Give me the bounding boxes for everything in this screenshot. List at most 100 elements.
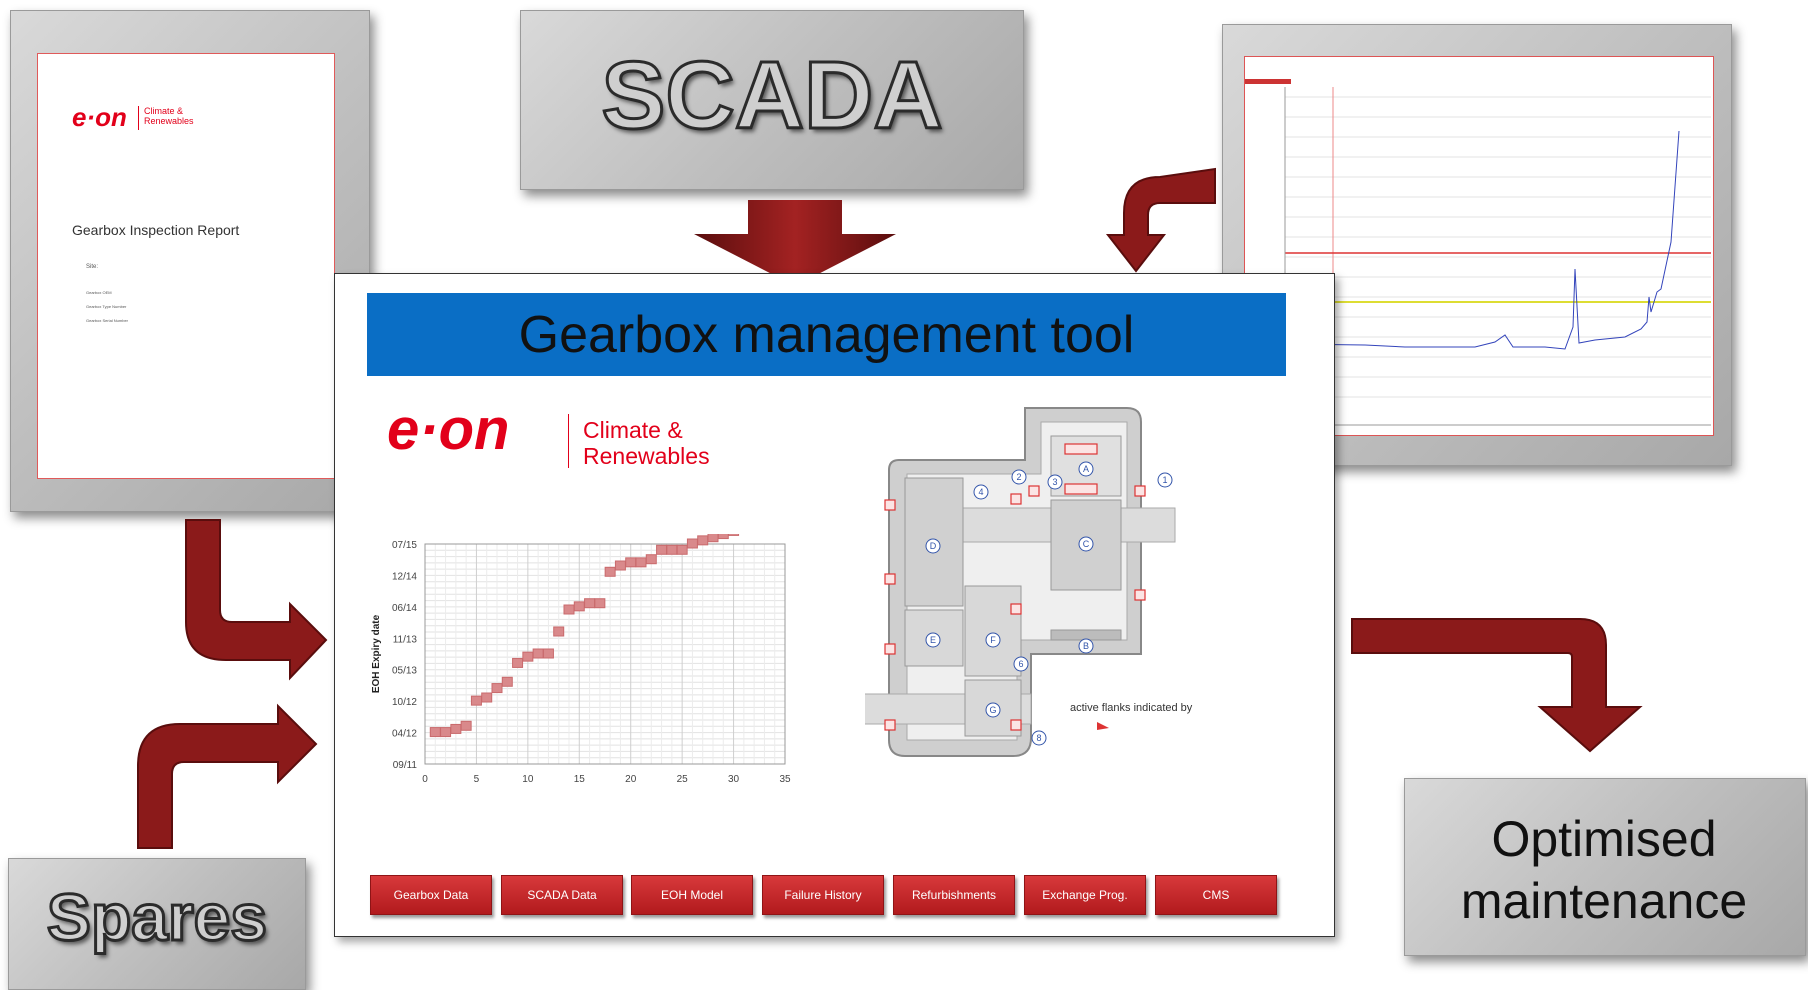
active-flank-marker-icon bbox=[1097, 722, 1109, 730]
chart-point bbox=[686, 538, 698, 549]
chart-point bbox=[666, 544, 678, 555]
chart-x-tick-label: 25 bbox=[677, 774, 689, 785]
chart-point bbox=[573, 601, 585, 612]
report-panel: e·on Climate & Renewables Gearbox Inspec… bbox=[10, 10, 370, 512]
chart-point bbox=[542, 648, 554, 659]
bearing-markers bbox=[884, 443, 1146, 731]
refurbishments-button[interactable]: Refurbishments bbox=[893, 875, 1015, 915]
optimised-label: Optimised maintenance bbox=[1404, 808, 1804, 932]
chart-x-tick-label: 0 bbox=[422, 774, 428, 785]
arrow-from-scada-plot bbox=[1105, 167, 1216, 273]
diagram-note: active flanks indicated by bbox=[1070, 702, 1193, 714]
spares-label: Spares bbox=[45, 879, 268, 956]
chart-x-tick-label: 20 bbox=[625, 774, 637, 785]
chart-y-tick-label: 11/13 bbox=[393, 634, 418, 645]
chart-point bbox=[614, 560, 626, 571]
chart-point bbox=[697, 535, 709, 546]
scada-plot-grid bbox=[1285, 96, 1711, 398]
spares-panel: Spares bbox=[8, 858, 306, 990]
tool-logo-sub-2: Renewables bbox=[583, 443, 710, 469]
chart-point bbox=[532, 648, 544, 659]
chart-x-tick-label: 5 bbox=[474, 774, 480, 785]
chart-x-tick-label: 10 bbox=[522, 774, 534, 785]
gear-label-d: D bbox=[930, 541, 937, 551]
chart-y-tick-label: 10/12 bbox=[392, 697, 417, 708]
tool-logo-separator bbox=[568, 414, 569, 468]
chart-point bbox=[429, 727, 441, 738]
chart-point bbox=[594, 598, 606, 609]
chart-x-tick-label: 30 bbox=[728, 774, 740, 785]
chart-point bbox=[512, 657, 524, 668]
chart-y-tick-label: 06/14 bbox=[392, 603, 417, 614]
report-site-label: Site: bbox=[86, 264, 99, 270]
chart-point bbox=[584, 598, 596, 609]
report-logo-sub-1: Climate & bbox=[144, 106, 184, 116]
report-document: e·on Climate & Renewables Gearbox Inspec… bbox=[37, 53, 335, 479]
scada-plot-series bbox=[1284, 130, 1680, 350]
chart-point bbox=[717, 534, 729, 540]
report-field-oem: Gearbox OEM bbox=[86, 290, 112, 295]
scada-plot-header bbox=[1245, 57, 1713, 87]
gear-label-f: F bbox=[990, 635, 996, 645]
chart-point bbox=[707, 534, 719, 543]
eoh-expiry-chart: 09/11 04/12 10/12 05/13 11/13 06/14 12/14 07/15… bbox=[371, 534, 791, 785]
scada-data-button[interactable]: SCADA Data bbox=[501, 875, 623, 915]
chart-y-tick-label: 05/13 bbox=[392, 666, 417, 677]
report-logo-separator bbox=[138, 106, 139, 130]
chart-point bbox=[728, 534, 740, 536]
exchange-prog-button[interactable]: Exchange Prog. bbox=[1024, 875, 1146, 915]
chart-point bbox=[491, 683, 503, 694]
chart-y-tick-label: 09/11 bbox=[393, 760, 418, 771]
arrow-from-spares bbox=[137, 703, 318, 849]
arrow-down-from-scada bbox=[694, 200, 896, 286]
gear-label-g: G bbox=[989, 705, 996, 715]
gear-label-e: E bbox=[930, 635, 936, 645]
gearbox-tool-window: Gearbox management tool e·on Climate & R… bbox=[334, 273, 1335, 937]
tool-eon-logo: e·on bbox=[387, 397, 510, 462]
failure-history-button[interactable]: Failure History bbox=[762, 875, 884, 915]
cms-button[interactable]: CMS bbox=[1155, 875, 1277, 915]
eoh-model-button[interactable]: EOH Model bbox=[631, 875, 753, 915]
chart-point bbox=[470, 695, 482, 706]
bearing-4: 4 bbox=[978, 487, 983, 497]
chart-point bbox=[656, 544, 668, 555]
chart-point bbox=[460, 720, 472, 731]
gear-label-b: B bbox=[1083, 641, 1089, 651]
chart-point bbox=[522, 651, 534, 662]
chart-point bbox=[553, 626, 565, 637]
gear-f bbox=[964, 585, 1022, 677]
chart-point bbox=[563, 604, 575, 615]
report-title: Gearbox Inspection Report bbox=[72, 222, 240, 238]
report-field-type: Gearbox Type Number bbox=[86, 304, 127, 309]
chart-point bbox=[645, 554, 657, 565]
tool-logo-sub-1: Climate & bbox=[583, 417, 683, 443]
chart-point bbox=[440, 727, 452, 738]
optimised-panel bbox=[1404, 778, 1806, 956]
gearbox-data-button[interactable]: Gearbox Data bbox=[370, 875, 492, 915]
arrow-to-optimised bbox=[1351, 618, 1643, 753]
gearbox-schematic: 1 2 3 4 5 6 7 8 9 A B C D E F G active f… bbox=[865, 407, 1193, 757]
chart-point bbox=[635, 557, 647, 568]
gear-label-c: C bbox=[1083, 539, 1090, 549]
chart-x-tick-label: 35 bbox=[779, 774, 791, 785]
chart-point bbox=[501, 676, 513, 687]
chart-point bbox=[676, 544, 688, 555]
bearing-2: 2 bbox=[1016, 472, 1021, 482]
bearing-1: 1 bbox=[1162, 475, 1167, 485]
chart-y-tick-label: 12/14 bbox=[392, 571, 417, 582]
chart-x-tick-label: 15 bbox=[574, 774, 586, 785]
bearing-8: 8 bbox=[1036, 733, 1041, 743]
chart-plot-frame bbox=[424, 543, 786, 765]
optimised-line-1: Optimised bbox=[1491, 811, 1717, 867]
chart-point bbox=[450, 723, 462, 734]
bearing-3: 3 bbox=[1052, 477, 1057, 487]
scada-panel: SCADA bbox=[520, 10, 1024, 190]
chart-point bbox=[604, 566, 616, 577]
arrow-from-report bbox=[185, 519, 328, 681]
chart-y-tick-label: 04/12 bbox=[392, 729, 417, 740]
chart-point bbox=[481, 692, 493, 703]
chart-y-tick-label: 07/15 bbox=[392, 540, 417, 551]
report-field-serial: Gearbox Serial Number bbox=[86, 318, 129, 323]
chart-y-axis-label: EOH Expiry date bbox=[371, 614, 382, 693]
gear-letter-labels: A B C D E F G bbox=[925, 461, 1094, 718]
